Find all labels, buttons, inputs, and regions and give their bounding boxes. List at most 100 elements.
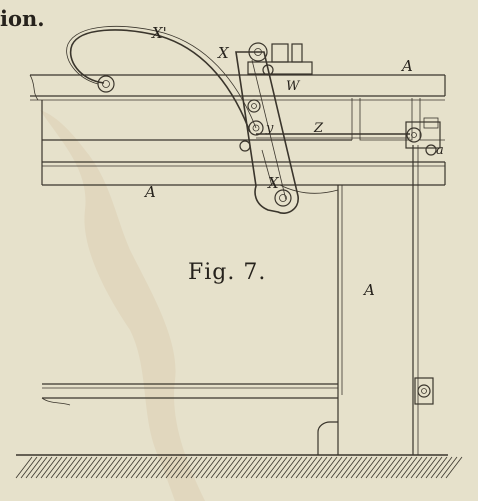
hatch-stroke — [75, 456, 93, 479]
hatch-stroke — [235, 456, 253, 479]
label-a-beam-lower: A — [145, 183, 156, 201]
hatch-stroke — [190, 456, 208, 479]
hatch-stroke — [125, 456, 143, 479]
hatch-stroke — [370, 456, 388, 479]
hatch-stroke — [40, 456, 58, 479]
hatch-stroke — [205, 456, 223, 479]
hatch-stroke — [315, 456, 333, 479]
hatch-stroke — [395, 456, 413, 479]
hatch-stroke — [335, 456, 353, 479]
label-x-lower: X — [268, 174, 279, 192]
hatch-stroke — [435, 456, 453, 479]
hatch-stroke — [160, 456, 178, 479]
hatch-stroke — [250, 456, 268, 479]
hatch-stroke — [390, 456, 408, 479]
hatch-stroke — [145, 456, 163, 479]
hatch-stroke — [135, 456, 153, 479]
hatch-stroke — [240, 456, 258, 479]
upper-beam — [29, 74, 446, 186]
hatch-stroke — [105, 456, 123, 479]
label-w: W — [286, 79, 300, 94]
hatch-stroke — [230, 456, 248, 479]
hatch-stroke — [110, 456, 128, 479]
hatch-stroke — [425, 456, 443, 479]
hatch-stroke — [165, 456, 183, 479]
hatch-stroke — [115, 456, 133, 479]
page-title-fragment: ion. — [0, 6, 45, 31]
hatch-stroke — [310, 456, 328, 479]
hatch-stroke — [225, 456, 243, 479]
hatch-stroke — [295, 456, 313, 479]
label-a-small: a — [436, 143, 444, 158]
hatch-stroke — [220, 456, 238, 479]
hatch-stroke — [85, 456, 103, 479]
hatch-stroke — [305, 456, 323, 479]
hatch-stroke — [70, 456, 88, 479]
hatch-stroke — [20, 456, 38, 479]
hatch-stroke — [215, 456, 233, 479]
water-stain — [40, 110, 205, 501]
hatch-stroke — [355, 456, 373, 479]
hatch-stroke — [265, 456, 283, 479]
label-x-prime: X' — [152, 24, 167, 42]
hatch-stroke — [255, 456, 273, 479]
hatch-stroke — [400, 456, 418, 479]
hatch-stroke — [80, 456, 98, 479]
hatch-stroke — [415, 456, 433, 479]
lower-rail — [41, 383, 338, 455]
hatch-stroke — [185, 456, 203, 479]
hatch-stroke — [200, 456, 218, 479]
hatch-stroke — [50, 456, 68, 479]
hatch-stroke — [330, 456, 348, 479]
label-a-leg: A — [364, 281, 375, 299]
hatch-stroke — [30, 456, 48, 479]
hatch-stroke — [360, 456, 378, 479]
hatch-stroke — [100, 456, 118, 479]
hatch-stroke — [90, 456, 108, 479]
hatch-stroke — [120, 456, 138, 479]
hatch-stroke — [375, 456, 393, 479]
hatch-stroke — [60, 456, 78, 479]
hatch-stroke — [180, 456, 198, 479]
hatch-stroke — [130, 456, 148, 479]
hatch-stroke — [280, 456, 298, 479]
hatch-stroke — [325, 456, 343, 479]
hatch-stroke — [405, 456, 423, 479]
label-x-upper: X — [218, 44, 229, 62]
hatch-stroke — [445, 456, 463, 479]
hatch-stroke — [210, 456, 228, 479]
machine-leg — [279, 145, 434, 455]
hatch-stroke — [140, 456, 158, 479]
hatch-stroke — [25, 456, 43, 479]
hatch-stroke — [320, 456, 338, 479]
figure-caption: Fig. 7. — [188, 260, 267, 285]
hatch-stroke — [65, 456, 83, 479]
hatch-stroke — [440, 456, 458, 479]
label-z: Z — [314, 121, 324, 136]
label-a-top-right: A — [402, 57, 413, 75]
hatch-stroke — [155, 456, 173, 479]
ground-hatching — [15, 454, 463, 479]
label-y: y — [266, 121, 274, 136]
hatch-stroke — [290, 456, 308, 479]
hatch-stroke — [45, 456, 63, 479]
hatch-stroke — [95, 456, 113, 479]
curved-spring — [66, 25, 257, 133]
lever-arm — [235, 51, 299, 214]
hatch-stroke — [35, 456, 53, 479]
hatch-stroke — [270, 456, 288, 479]
hatch-stroke — [195, 456, 213, 479]
hatch-stroke — [340, 456, 358, 479]
hatch-stroke — [410, 456, 428, 479]
hatch-stroke — [55, 456, 73, 479]
hatch-stroke — [170, 456, 188, 479]
hatch-stroke — [350, 456, 368, 479]
hatch-stroke — [285, 456, 303, 479]
hatch-stroke — [345, 456, 363, 479]
hatch-stroke — [15, 456, 33, 479]
clamp-assembly — [247, 42, 313, 76]
hatch-stroke — [365, 456, 383, 479]
connecting-rod — [256, 117, 441, 156]
